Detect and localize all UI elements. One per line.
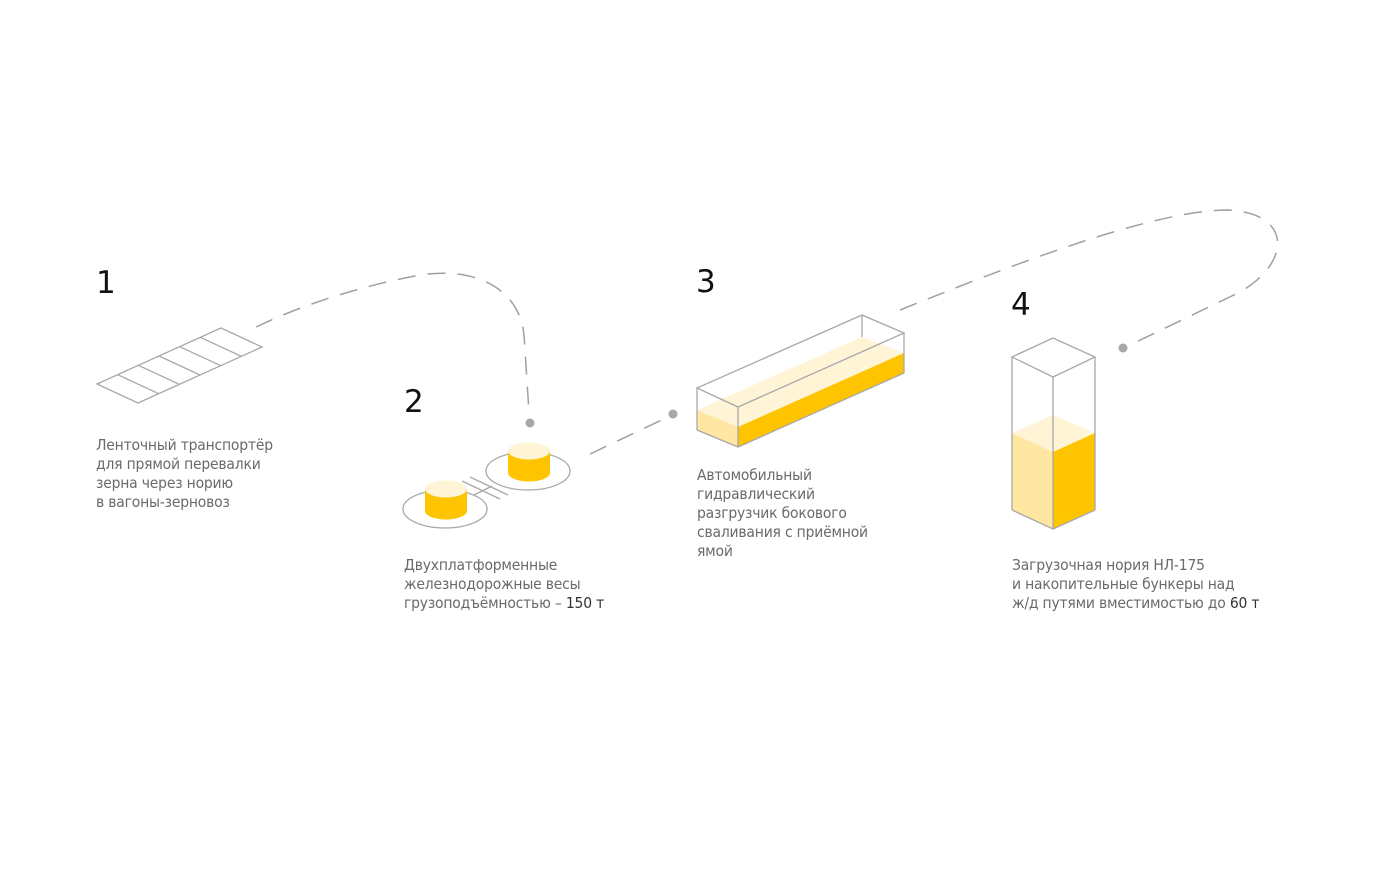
bucket-elevator-bunker-icon [1010,337,1097,530]
capacity-value: 150 т [565,594,605,612]
hydraulic-unloader-icon [695,314,906,448]
step-number-1: 1 [96,265,116,301]
step-1-caption: Ленточный транспортёр для прямой перевал… [96,436,273,511]
connector-3-4 [899,209,1279,346]
step-2-caption: Двухплатформенные железнодорожные весы г… [404,556,605,612]
belt-conveyor-icon [95,327,264,404]
connector-dot [1118,343,1128,353]
connector-dot [668,409,678,419]
capacity-value: 60 т [1229,594,1260,612]
connector-2-3 [589,416,669,455]
railway-scales-icon [402,442,571,529]
step-number-3: 3 [696,264,716,300]
step-number-2: 2 [404,384,424,420]
step-number-4: 4 [1011,287,1031,323]
connector-dot [525,418,535,428]
step-4-caption: Загрузочная нория НЛ-175 и накопительные… [1012,556,1260,612]
connector-1-2 [255,272,530,413]
step-3-caption: Автомобильный гидравлический разгрузчик … [697,466,868,560]
